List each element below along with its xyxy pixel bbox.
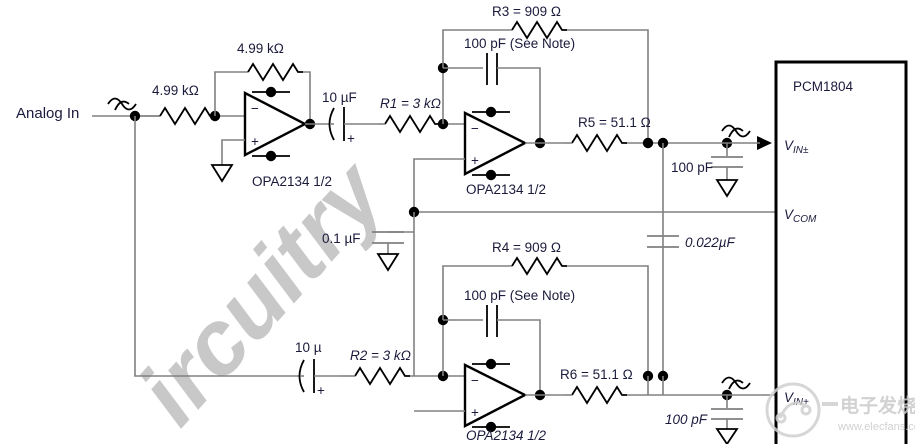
supply-dot xyxy=(265,86,277,98)
resistor-r6: R6 = 51.1 Ω xyxy=(560,367,700,405)
resistor-r4: R4 = 909 Ω xyxy=(442,240,649,376)
capacitor-c4: 100 pF (See Note) xyxy=(443,288,575,395)
watermark-logo: 电子发烧友 www.elecfans.com xyxy=(765,382,915,438)
resistor-r6-label: R6 = 51.1 Ω xyxy=(560,367,633,382)
ground-symbol xyxy=(715,428,739,444)
chip-name-label: PCM1804 xyxy=(793,79,854,94)
opamp-u2a: − + OPA2134 1/2 xyxy=(414,358,547,443)
opamp-u1b-label: OPA2134 1/2 xyxy=(466,182,546,197)
capacitor-c2-label: 10 µ xyxy=(295,340,322,355)
opamp-u2a-inverting-pin: − xyxy=(471,373,479,388)
capacitor-c1-label: 10 µF xyxy=(322,90,357,105)
capacitor-c7-label: 0.1 µF xyxy=(322,231,361,246)
opamp-u1a-label: OPA2134 1/2 xyxy=(252,174,332,189)
ground-symbol xyxy=(376,253,400,272)
sine-source-icon-vin-pm xyxy=(721,124,751,138)
capacitor-c3-label: 100 pF (See Note) xyxy=(464,36,575,51)
capacitor-c1: 10 µF + xyxy=(322,90,378,146)
resistor-rin1-label: 4.99 kΩ xyxy=(152,83,199,98)
ground-symbol xyxy=(210,164,234,183)
vcom-net xyxy=(408,206,776,376)
resistor-r1-label: R1 = 3 kΩ xyxy=(380,96,441,111)
supply-dot xyxy=(485,169,497,181)
supply-dot xyxy=(485,106,497,118)
capacitor-c8: 0.022µF xyxy=(647,235,736,250)
capacitor-c6: 100 pF xyxy=(665,395,743,444)
chip-pin-vcom-label: VCOM xyxy=(784,207,817,225)
capacitor-c8-label: 0.022µF xyxy=(685,235,736,250)
opamp-u2a-label: OPA2134 1/2 xyxy=(466,428,547,443)
watermark-logo-url: www.elecfans.com xyxy=(837,421,915,433)
resistor-r4-label: R4 = 909 Ω xyxy=(492,240,561,255)
resistor-r3-label: R3 = 909 Ω xyxy=(492,4,561,19)
opamp-u2a-noninverting-pin: + xyxy=(471,405,479,420)
opamp-u1b: − + OPA2134 1/2 xyxy=(413,106,546,212)
capacitor-c4-label: 100 pF (See Note) xyxy=(464,288,575,303)
analog-in-label: Analog In xyxy=(16,105,80,122)
analog-in-net xyxy=(92,97,300,377)
signal-arrow-vin-pm xyxy=(757,136,772,150)
resistor-rf1-feedback xyxy=(214,62,311,123)
resistor-rf1-label: 4.99 kΩ xyxy=(237,41,284,56)
supply-dot xyxy=(265,150,277,162)
capacitor-c3: 100 pF (See Note) xyxy=(443,36,575,143)
opamp-u1b-noninverting-pin: + xyxy=(471,153,479,168)
capacitor-c5-label: 100 pF xyxy=(671,160,713,175)
resistor-r1: R1 = 3 kΩ xyxy=(378,62,465,134)
chip-pin-vin-pm-label: VIN± xyxy=(784,138,809,156)
capacitor-c7: 0.1 µF xyxy=(322,231,414,272)
capacitor-c6-label: 100 pF xyxy=(665,412,708,427)
resistor-r2: R2 = 3 kΩ xyxy=(340,314,465,386)
chip-pcm1804: PCM1804 VIN± VCOM VIN+ xyxy=(774,60,908,444)
opamp-u1a: − + OPA2134 1/2 xyxy=(210,86,332,189)
capacitor-c1-polarity: + xyxy=(347,131,355,146)
opamp-u1b-inverting-pin: − xyxy=(471,121,479,136)
resistor-r5: R5 = 51.1 Ω xyxy=(565,115,700,153)
sine-source-icon-vin-plus xyxy=(721,376,751,390)
ground-symbol xyxy=(715,179,739,198)
capacitor-c2-polarity: + xyxy=(317,383,325,398)
supply-dot xyxy=(485,421,497,433)
sine-source-icon-input xyxy=(107,97,137,111)
supply-dot xyxy=(485,358,497,370)
resistor-r2-label: R2 = 3 kΩ xyxy=(350,348,411,363)
resistor-r5-label: R5 = 51.1 Ω xyxy=(578,115,651,130)
resistor-r3: R3 = 909 Ω xyxy=(442,4,649,143)
watermark-logo-text: 电子发烧友 xyxy=(840,394,915,417)
opamp-u1a-noninverting-pin: + xyxy=(251,134,259,149)
capacitor-c2: 10 µ + xyxy=(295,340,340,398)
capacitor-c5: 100 pF xyxy=(671,143,743,198)
opamp-u1a-inverting-pin: − xyxy=(251,101,259,116)
resistor-rin1 xyxy=(140,106,245,126)
junction-dot xyxy=(642,137,654,149)
